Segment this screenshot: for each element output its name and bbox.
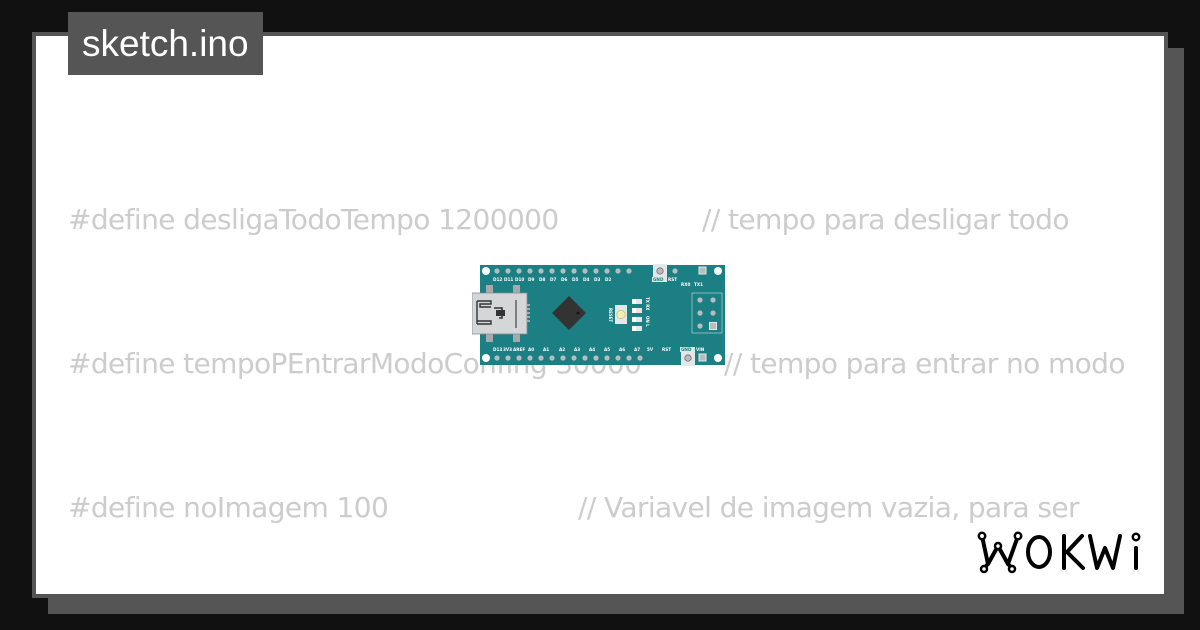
wokwi-logo	[977, 531, 1141, 574]
mounting-hole	[714, 267, 722, 275]
bottom-header-pins	[494, 355, 643, 361]
file-title-tab: sketch.ino	[68, 12, 263, 75]
svg-text:D10: D10	[515, 277, 524, 282]
svg-text:A7: A7	[634, 347, 640, 352]
svg-text:A4: A4	[589, 347, 595, 352]
top-header-pins	[494, 268, 632, 274]
svg-text:3V3: 3V3	[503, 347, 512, 352]
code-comment: // Variavel de imagem vazia, para ser	[578, 491, 1080, 524]
svg-text:RESET: RESET	[608, 308, 613, 322]
code-line: #define noImagem 100 // Variavel de image…	[68, 484, 1133, 532]
svg-text:D9: D9	[528, 277, 534, 282]
code-line: #define tempoPEntrarModoConfing 30000 // …	[68, 340, 1133, 388]
svg-text:TX1: TX1	[694, 282, 703, 287]
reset-button: RESET	[608, 305, 627, 324]
svg-text:D2: D2	[605, 277, 611, 282]
svg-text:D11: D11	[504, 277, 513, 282]
mounting-hole	[714, 354, 722, 362]
svg-text:GND: GND	[681, 347, 692, 352]
code-preview: #define desligaTodoTempo 1200000 // tempo…	[68, 100, 1133, 590]
code-text: #define desligaTodoTempo 1200000	[68, 203, 559, 236]
svg-text:A1: A1	[543, 347, 549, 352]
svg-text:A0: A0	[528, 347, 534, 352]
svg-text:D12: D12	[493, 277, 502, 282]
svg-text:A3: A3	[574, 347, 580, 352]
svg-text:D7: D7	[550, 277, 556, 282]
svg-text:D6: D6	[561, 277, 567, 282]
svg-text:A5: A5	[604, 347, 610, 352]
svg-text:5V: 5V	[647, 347, 654, 352]
svg-text:ON L: ON L	[645, 316, 650, 327]
svg-text:D13: D13	[493, 347, 502, 352]
code-text: #define tempoPEntrarModoConfing 30000	[68, 347, 642, 380]
svg-text:GND: GND	[653, 277, 664, 282]
code-line: #define desligaTodoTempo 1200000 // tempo…	[68, 196, 1133, 244]
svg-text:D5: D5	[572, 277, 578, 282]
svg-text:RX0: RX0	[681, 282, 690, 287]
status-leds: TX RX ON L	[632, 297, 650, 331]
mounting-hole	[482, 354, 490, 362]
svg-text:AREF: AREF	[513, 347, 525, 352]
usb-connector	[472, 285, 530, 342]
mounting-hole	[482, 267, 490, 275]
svg-text:A2: A2	[559, 347, 565, 352]
svg-text:TX RX: TX RX	[645, 297, 650, 310]
code-text: #define noImagem 100	[68, 491, 389, 524]
svg-text:RST: RST	[662, 347, 671, 352]
svg-text:D4: D4	[583, 277, 589, 282]
icsp-header	[691, 292, 723, 334]
code-comment: // tempo para desligar todo	[702, 203, 1069, 236]
svg-text:RST: RST	[668, 277, 677, 282]
svg-text:VIN: VIN	[696, 347, 705, 352]
svg-text:A6: A6	[619, 347, 625, 352]
code-comment: // tempo para entrar no modo	[724, 347, 1125, 380]
svg-text:D8: D8	[539, 277, 545, 282]
svg-text:D3: D3	[594, 277, 600, 282]
